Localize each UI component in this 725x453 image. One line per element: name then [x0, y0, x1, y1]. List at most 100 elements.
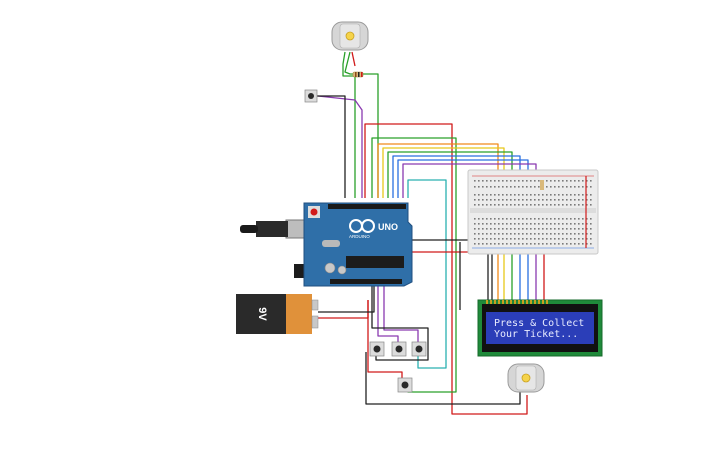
breadboard-hole: [526, 243, 528, 245]
breadboard-hole: [554, 218, 556, 220]
breadboard-hole: [574, 186, 576, 188]
breadboard-hole: [534, 180, 536, 182]
breadboard-hole: [570, 228, 572, 230]
breadboard-hole: [482, 218, 484, 220]
breadboard-hole: [578, 238, 580, 240]
wire-black-power[interactable]: [408, 239, 477, 248]
battery-9v[interactable]: 9V: [236, 294, 319, 334]
breadboard-hole: [546, 194, 548, 196]
breadboard-hole: [586, 194, 588, 196]
breadboard-hole: [510, 238, 512, 240]
breadboard-hole: [474, 228, 476, 230]
breadboard-hole: [526, 233, 528, 235]
breadboard-hole: [498, 218, 500, 220]
breadboard-hole: [538, 218, 540, 220]
breadboard-hole: [498, 180, 500, 182]
breadboard[interactable]: [467, 169, 599, 255]
breadboard-hole: [590, 243, 592, 245]
breadboard-hole: [510, 233, 512, 235]
breadboard-hole: [494, 204, 496, 206]
wire-motor-top-green[interactable]: [342, 51, 356, 198]
breadboard-hole: [482, 180, 484, 182]
breadboard-hole: [578, 194, 580, 196]
breadboard-hole: [554, 180, 556, 182]
wire-motor-top-green-2[interactable]: [344, 51, 379, 198]
breadboard-hole: [490, 194, 492, 196]
lcd-line-1: Press & Collect: [494, 318, 584, 329]
breadboard-hole: [542, 204, 544, 206]
breadboard-hole: [590, 186, 592, 188]
breadboard-hole: [586, 233, 588, 235]
breadboard-hole: [562, 199, 564, 201]
breadboard-hole: [486, 204, 488, 206]
breadboard-hole: [558, 180, 560, 182]
breadboard-hole: [502, 233, 504, 235]
breadboard-hole: [486, 228, 488, 230]
wire-battery-red[interactable]: [318, 300, 369, 319]
pushbutton-1[interactable]: [369, 341, 385, 357]
breadboard-hole: [550, 186, 552, 188]
wire-yellow-1[interactable]: [382, 147, 505, 198]
dc-motor-bottom[interactable]: [507, 363, 545, 393]
breadboard-hole: [550, 204, 552, 206]
breadboard-hole: [546, 199, 548, 201]
breadboard-hole: [546, 218, 548, 220]
wire-red-btns[interactable]: [367, 300, 403, 380]
breadboard-hole: [550, 180, 552, 182]
lcd-16x2[interactable]: Press & Collect Your Ticket...: [477, 299, 603, 357]
breadboard-hole: [554, 199, 556, 201]
breadboard-hole: [546, 233, 548, 235]
breadboard-hole: [574, 180, 576, 182]
breadboard-hole: [574, 228, 576, 230]
breadboard-hole: [518, 238, 520, 240]
breadboard-hole: [570, 218, 572, 220]
breadboard-hole: [514, 223, 516, 225]
breadboard-hole: [518, 204, 520, 206]
pushbutton-3[interactable]: [411, 341, 427, 357]
breadboard-hole: [534, 238, 536, 240]
breadboard-hole: [574, 243, 576, 245]
breadboard-hole: [534, 194, 536, 196]
resistor[interactable]: [352, 71, 364, 78]
wire-purple-btn2[interactable]: [383, 286, 419, 346]
breadboard-hole: [566, 204, 568, 206]
wire-battery-black[interactable]: [318, 286, 375, 313]
lcd-pin: [486, 300, 488, 304]
arduino-uno[interactable]: UNO ARDUINO: [240, 202, 413, 287]
breadboard-hole: [558, 223, 560, 225]
wire-btn-top-purple[interactable]: [317, 95, 363, 198]
pushbutton-2[interactable]: [391, 341, 407, 357]
breadboard-hole: [486, 218, 488, 220]
dc-motor-top[interactable]: [331, 21, 369, 51]
pushbutton-top-left[interactable]: [304, 89, 318, 103]
breadboard-hole: [478, 228, 480, 230]
wire-btn-top-black[interactable]: [310, 95, 346, 198]
wire-black-btns[interactable]: [371, 286, 429, 361]
breadboard-hole: [582, 223, 584, 225]
pushbutton-bottom[interactable]: [397, 377, 413, 393]
wire-red-frame[interactable]: [364, 123, 528, 415]
breadboard-hole: [562, 194, 564, 196]
breadboard-hole: [510, 218, 512, 220]
wire-purple-btn1[interactable]: [377, 286, 399, 348]
breadboard-hole: [526, 218, 528, 220]
breadboard-hole: [586, 223, 588, 225]
breadboard-hole: [510, 223, 512, 225]
breadboard-hole: [566, 228, 568, 230]
wire-orange-1[interactable]: [377, 143, 499, 198]
breadboard-hole: [494, 223, 496, 225]
breadboard-hole: [486, 194, 488, 196]
breadboard-hole: [478, 223, 480, 225]
wire-cyan-1[interactable]: [407, 179, 447, 369]
breadboard-hole: [522, 223, 524, 225]
lcd-pin: [498, 300, 500, 304]
breadboard-hole: [542, 194, 544, 196]
motor-shaft: [521, 373, 531, 383]
lcd-pin: [502, 300, 504, 304]
breadboard-hole: [510, 186, 512, 188]
breadboard-hole: [550, 223, 552, 225]
wire-motor-top-red[interactable]: [351, 51, 356, 67]
breadboard-hole: [478, 238, 480, 240]
wire-black-bottom[interactable]: [365, 352, 521, 405]
breadboard-hole: [534, 223, 536, 225]
